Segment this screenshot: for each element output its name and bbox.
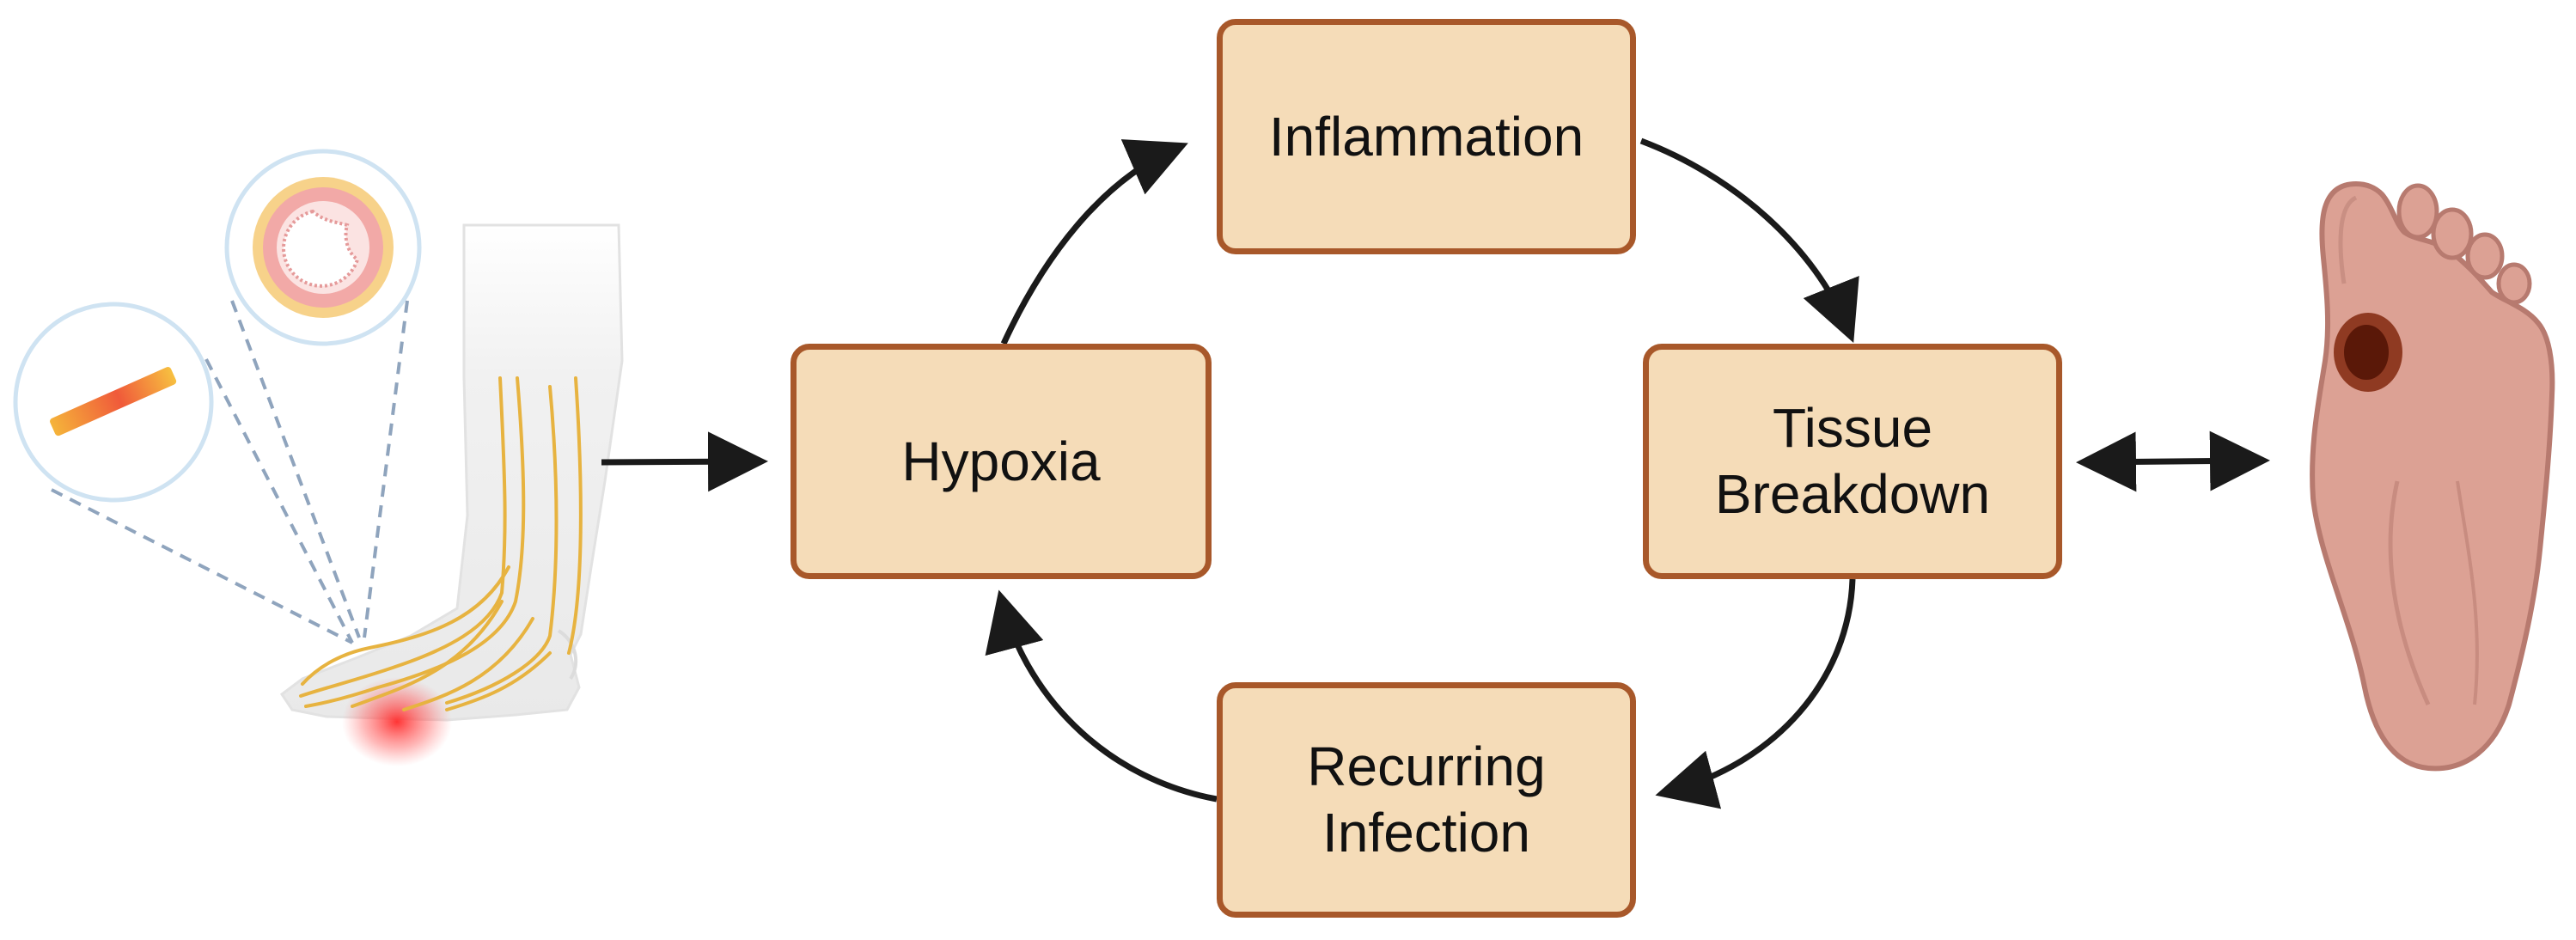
neuropathic-foot-illustration <box>13 149 624 766</box>
arrow-tissue-breakdown-to-ulcer <box>2076 430 2270 492</box>
vessel-cross-section-inset <box>224 149 422 346</box>
magnifier-dashed-lines <box>51 300 409 644</box>
node-hypoxia: Hypoxia <box>791 344 1212 579</box>
arrow-foot-to-hypoxia <box>601 431 768 492</box>
arrow-inflammation-to-tissue-breakdown <box>1639 137 1859 343</box>
node-inflammation: Inflammation <box>1217 19 1636 254</box>
magnified-nerve-inset <box>13 302 214 503</box>
arrow-tissue-breakdown-to-recurring-infection <box>1655 578 1856 809</box>
arrow-hypoxia-to-inflammation <box>1000 139 1188 345</box>
nerve-lines <box>299 376 583 711</box>
arrow-recurring-infection-to-hypoxia <box>985 589 1218 803</box>
foot-ulcer-illustration <box>2310 180 2555 772</box>
